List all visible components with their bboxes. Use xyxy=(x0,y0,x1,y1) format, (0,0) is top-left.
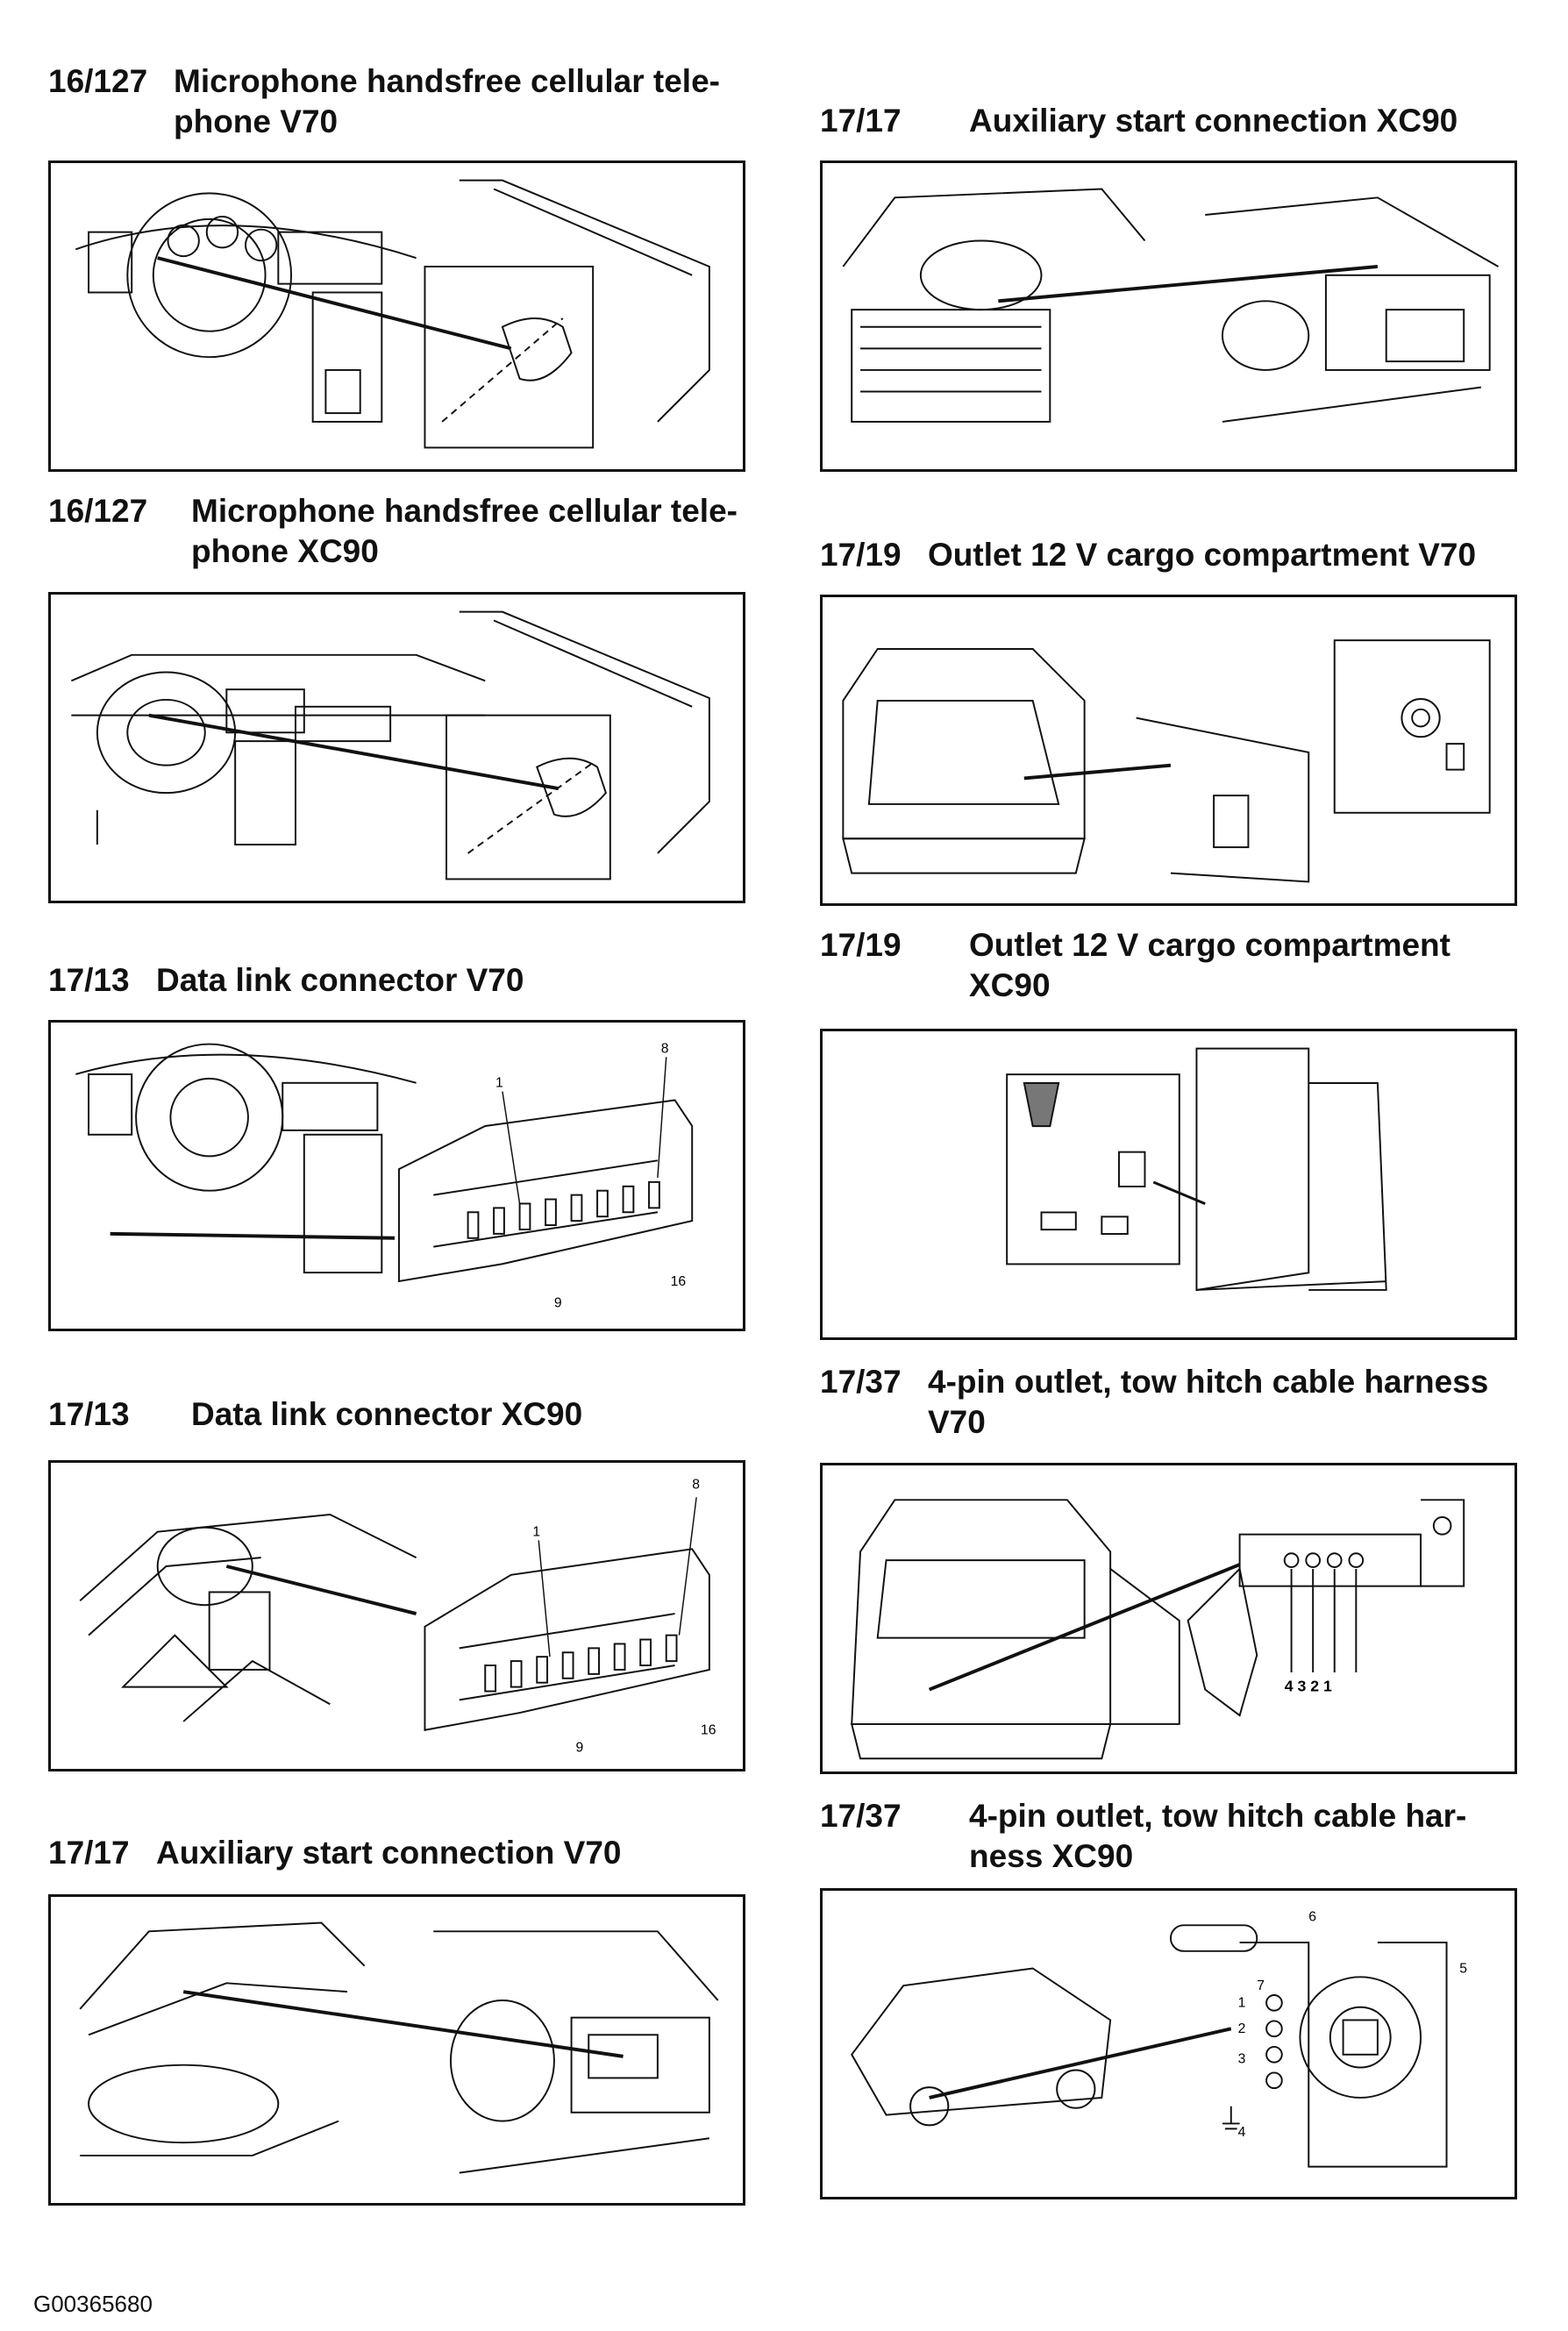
pin-label-4: 4 xyxy=(1238,2125,1246,2140)
pin-label-8: 8 xyxy=(661,1041,669,1056)
cargo-illustration xyxy=(1006,1047,1387,1292)
engine-bay-illustration xyxy=(842,188,1500,423)
section-number: 17/19 xyxy=(820,537,902,573)
section-number: 17/19 xyxy=(820,927,902,963)
section-title: Outlet 12 V cargo compartment xyxy=(969,927,1450,963)
figure-code: G00365680 xyxy=(33,2291,153,2317)
section-title: 4-pin outlet, tow hitch cable harness xyxy=(928,1364,1489,1400)
section-number: 17/37 xyxy=(820,1364,902,1400)
pin-label-5: 5 xyxy=(1459,1961,1467,1976)
tow-hitch-illustration: 4 3 2 1 xyxy=(850,1499,1465,1760)
section-title: Microphone handsfree cellular tele- xyxy=(191,493,738,529)
figure-dlc-xc90: 1 8 9 16 xyxy=(48,1460,745,1771)
section-title: Auxiliary start connection V70 xyxy=(156,1835,622,1871)
pin-label-2: 2 xyxy=(1238,2021,1246,2036)
pin-label-9: 9 xyxy=(554,1295,562,1310)
section-number: 17/13 xyxy=(48,962,130,998)
section-title: Data link connector V70 xyxy=(156,962,524,998)
pin-label-1: 1 xyxy=(1238,1996,1246,2011)
engine-bay-illustration xyxy=(79,1921,719,2174)
section-title-cont: ness XC90 xyxy=(969,1838,1134,1874)
figure-tow-v70: 4 3 2 1 xyxy=(820,1463,1517,1774)
section-number: 17/13 xyxy=(48,1396,130,1432)
figure-aux-xc90 xyxy=(820,160,1517,472)
section-title: Data link connector XC90 xyxy=(191,1396,583,1432)
section-title: Outlet 12 V cargo compartment V70 xyxy=(928,537,1477,573)
section-title: Auxiliary start connection XC90 xyxy=(969,103,1458,139)
pin-label-1: 1 xyxy=(532,1525,540,1540)
pin-label-1: 1 xyxy=(495,1076,503,1091)
cargo-illustration xyxy=(842,639,1491,883)
figure-dlc-v70: 1 8 9 16 xyxy=(48,1020,745,1331)
section-number: 17/17 xyxy=(820,103,902,139)
section-number: 16/127 xyxy=(48,493,148,529)
section-title: Microphone handsfree cellular tele- xyxy=(174,63,720,99)
pin-label-9: 9 xyxy=(575,1740,583,1755)
pin-label-8: 8 xyxy=(692,1477,700,1492)
section-title-cont: phone XC90 xyxy=(191,533,379,569)
section-number: 17/17 xyxy=(48,1835,130,1871)
figure-mic-xc90 xyxy=(48,592,745,903)
tow-hitch-illustration: 1 2 3 4 5 6 7 xyxy=(851,1909,1467,2168)
figure-out-v70 xyxy=(820,595,1517,906)
pin-label-16: 16 xyxy=(671,1274,687,1289)
dashboard-illustration xyxy=(75,179,710,449)
pin-label-16: 16 xyxy=(701,1723,716,1738)
figure-mic-v70 xyxy=(48,160,745,472)
pin-numbers-label: 4 3 2 1 xyxy=(1285,1678,1332,1695)
section-number: 17/37 xyxy=(820,1798,902,1834)
section-title-cont: phone V70 xyxy=(174,103,339,139)
section-title-cont: XC90 xyxy=(969,967,1051,1003)
pin-label-6: 6 xyxy=(1308,1909,1316,1924)
figure-out-xc90 xyxy=(820,1029,1517,1340)
dashboard-illustration xyxy=(70,610,710,880)
pin-label-7: 7 xyxy=(1257,1978,1265,1993)
figure-tow-xc90: 1 2 3 4 5 6 7 xyxy=(820,1888,1517,2199)
section-number: 16/127 xyxy=(48,63,148,99)
pin-label-3: 3 xyxy=(1238,2052,1246,2067)
section-title-cont: V70 xyxy=(928,1404,986,1440)
figure-aux-v70 xyxy=(48,1894,745,2206)
section-title: 4-pin outlet, tow hitch cable har- xyxy=(969,1798,1467,1834)
connector-illustration: 1 8 9 16 xyxy=(75,1041,694,1310)
connector-illustration: 1 8 9 16 xyxy=(79,1477,716,1755)
